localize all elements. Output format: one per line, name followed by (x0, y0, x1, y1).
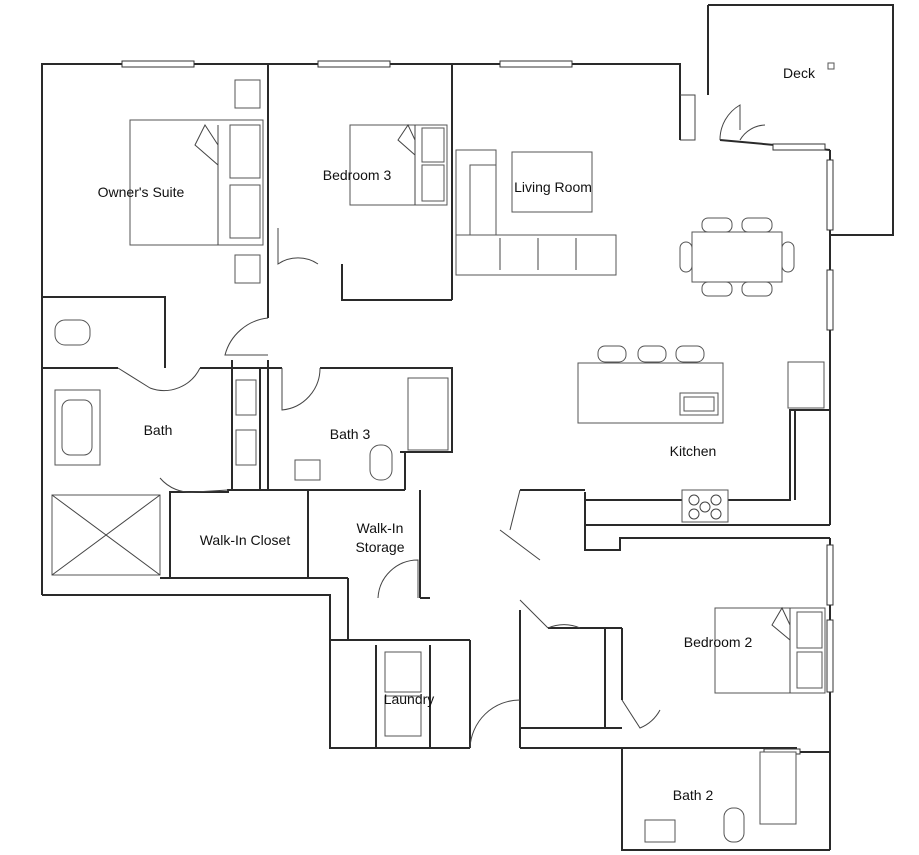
nightstand (234, 254, 261, 284)
bedroom2-bed (714, 606, 826, 694)
toilet-icon (54, 319, 91, 346)
nightstand (234, 79, 261, 109)
vanity-sink (235, 379, 257, 416)
label-bath: Bath (144, 422, 173, 438)
label-bath-3: Bath 3 (330, 426, 371, 442)
label-walk-in-closet: Walk-In Closet (200, 532, 291, 548)
toilet-icon (369, 444, 393, 481)
shower (51, 494, 161, 576)
label-bath-2: Bath 2 (673, 787, 714, 803)
label-owners-suite: Owner's Suite (98, 184, 185, 200)
cooktop (681, 489, 729, 523)
dining-table (679, 217, 795, 297)
label-kitchen: Kitchen (670, 443, 717, 459)
label-walk-in-storage: Storage (355, 539, 404, 555)
refrigerator (787, 361, 825, 409)
vanity-sink (235, 429, 257, 466)
washer (384, 651, 422, 693)
bathtub (407, 377, 449, 451)
owners-bed (129, 119, 264, 246)
deck-post (827, 62, 835, 70)
label-bedroom-3: Bedroom 3 (323, 167, 392, 183)
label-bedroom-2: Bedroom 2 (684, 634, 753, 650)
doors (117, 104, 766, 749)
furniture (51, 62, 835, 843)
label-living-room: Living Room (514, 179, 592, 195)
sectional-sofa (455, 149, 617, 276)
vanity-sink (294, 459, 321, 481)
label-deck: Deck (783, 65, 816, 81)
label-walk-in-storage: Walk-In (357, 520, 404, 536)
room-labels: Owner's Suite Bedroom 3 Living Room Deck… (98, 65, 816, 803)
coffee-table (511, 151, 593, 213)
bathtub-basin (61, 399, 93, 456)
bathtub (759, 751, 797, 825)
dryer (384, 695, 422, 737)
toilet-icon (723, 807, 745, 843)
vanity-sink (644, 819, 676, 843)
label-laundry: Laundry (384, 691, 435, 707)
bedroom3-bed (349, 123, 448, 206)
kitchen-island (577, 345, 724, 424)
